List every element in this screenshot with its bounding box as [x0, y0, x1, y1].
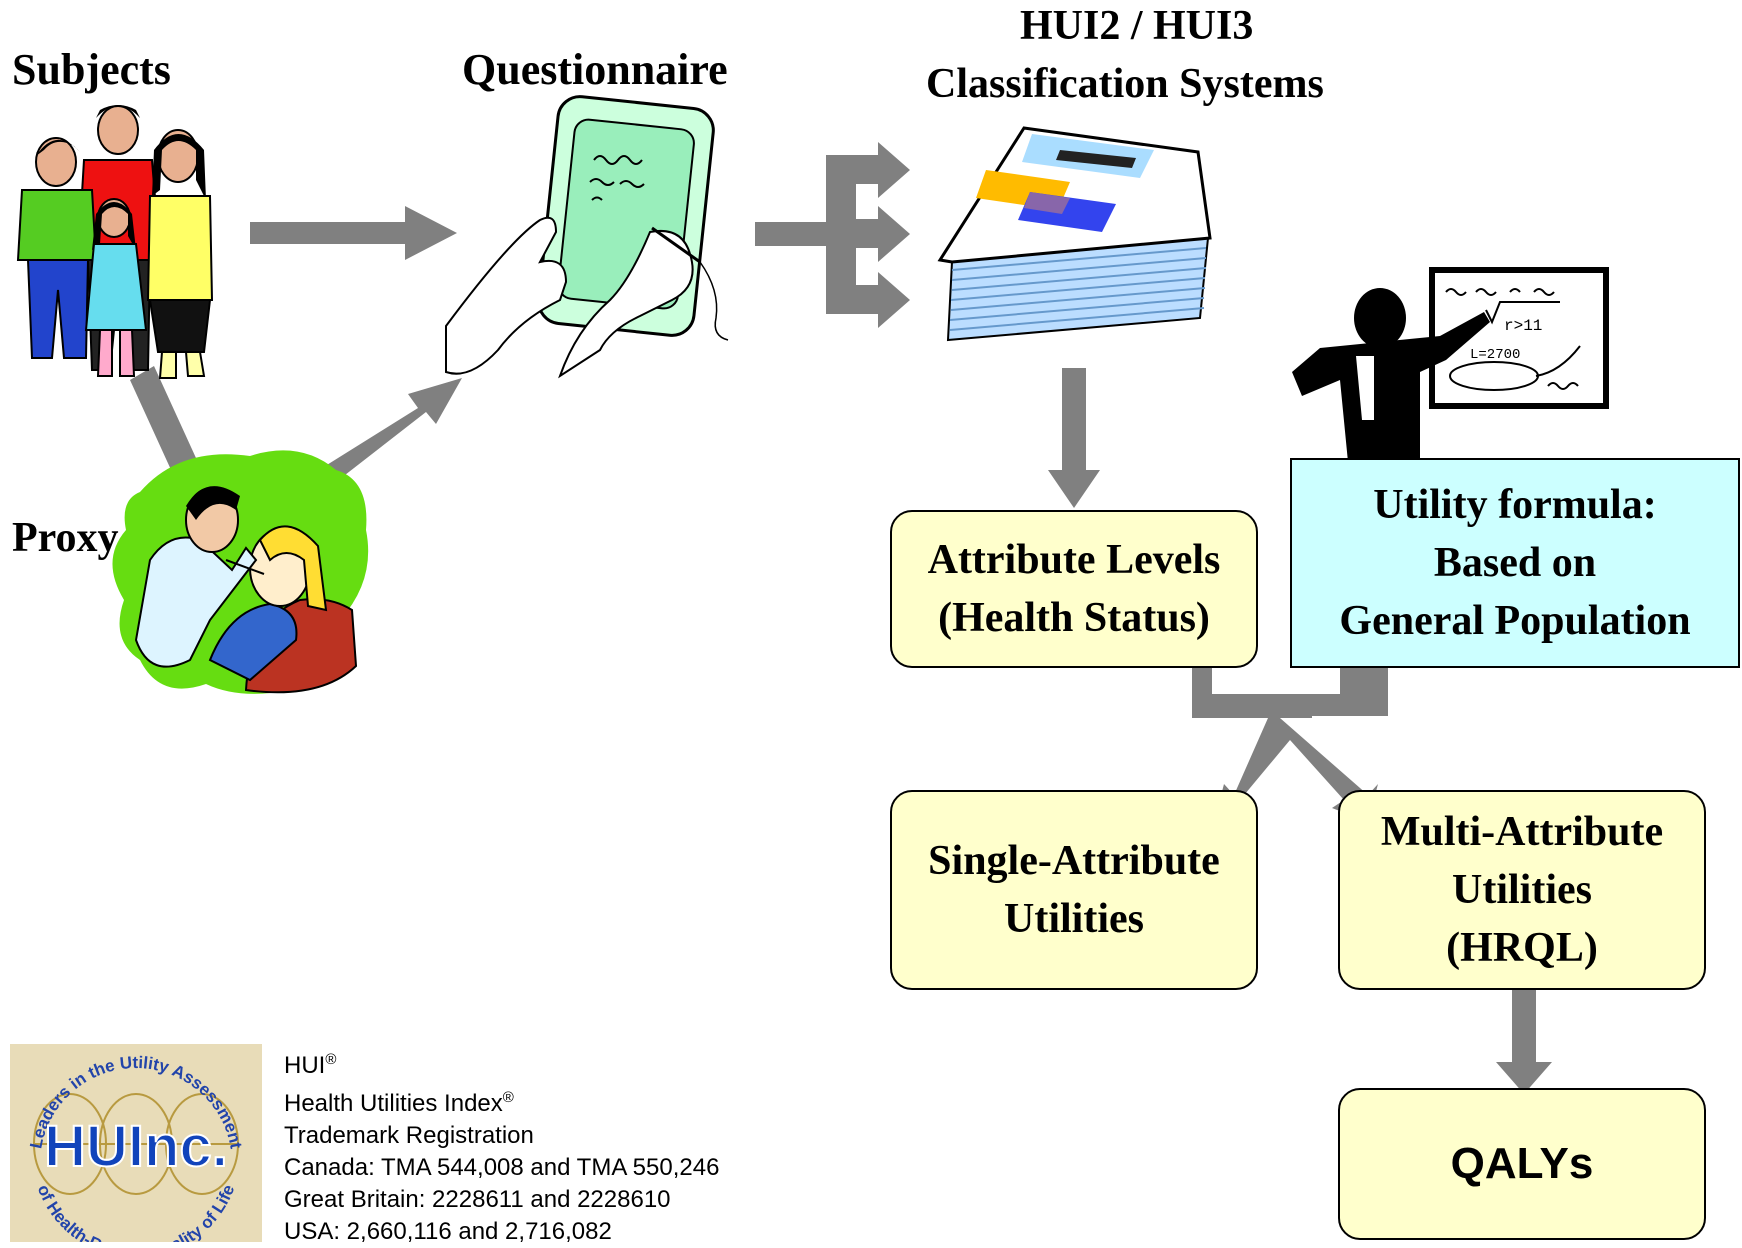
- proxy-label: Proxy: [12, 515, 119, 561]
- multi-attribute-line-2: Utilities: [1452, 867, 1592, 913]
- arrow-subjects-to-questionnaire: [250, 206, 457, 260]
- trademark-block: HUI® Health Utilities Index® Trademark R…: [284, 1044, 719, 1248]
- trademark-line-registration: Trademark Registration: [284, 1122, 534, 1149]
- trademark-line-canada: Canada: TMA 544,008 and TMA 550,246: [284, 1154, 720, 1181]
- arrow-subjects-to-proxy: [130, 366, 196, 472]
- attribute-levels-line-2: (Health Status): [938, 595, 1210, 641]
- utility-formula-line-3: General Population: [1339, 598, 1691, 644]
- trademark-line-hui: HUI®: [284, 1051, 337, 1079]
- family-illustration: [16, 105, 214, 379]
- arrow-questionnaire-to-hui: [755, 142, 910, 328]
- svg-text:r>11: r>11: [1504, 317, 1542, 335]
- attribute-levels-line-1: Attribute Levels: [927, 537, 1221, 583]
- arrow-multi-to-qalys: [1496, 988, 1552, 1094]
- huinc-logo: Leaders in the Utility Assessment of Hea…: [10, 1044, 262, 1242]
- qalys-box: QALYs: [1338, 1088, 1706, 1240]
- hui-subtitle-label: Classification Systems: [926, 61, 1324, 107]
- utility-formula-line-1: Utility formula:: [1373, 482, 1657, 528]
- single-attribute-line-1: Single-Attribute: [928, 838, 1220, 884]
- questionnaire-illustration: [445, 95, 729, 379]
- single-attribute-line-2: Utilities: [1004, 896, 1144, 942]
- arrow-hui-to-attributes: [1048, 368, 1100, 508]
- arrows: [130, 142, 1552, 1094]
- proxy-illustration: [112, 450, 369, 694]
- presenter-illustration: r>11 L=2700: [1292, 267, 1609, 462]
- qalys-label: QALYs: [1450, 1139, 1594, 1188]
- subjects-label: Subjects: [12, 45, 171, 94]
- arrow-merge: [1192, 668, 1388, 822]
- multi-attribute-line-3: (HRQL): [1446, 925, 1598, 971]
- svg-text:L=2700: L=2700: [1470, 347, 1520, 363]
- trademark-line-index: Health Utilities Index®: [284, 1089, 514, 1117]
- utility-formula-line-2: Based on: [1433, 540, 1597, 586]
- hui-title-label: HUI2 / HUI3: [1020, 3, 1254, 49]
- trademark-line-usa: USA: 2,660,116 and 2,716,082: [284, 1218, 612, 1245]
- multi-attribute-line-1: Multi-Attribute: [1380, 809, 1664, 855]
- attribute-levels-box: Attribute Levels (Health Status): [890, 510, 1258, 668]
- single-attribute-box: Single-Attribute Utilities: [890, 790, 1258, 990]
- trademark-line-gb: Great Britain: 2228611 and 2228610: [284, 1186, 671, 1213]
- paper-stack-illustration: [937, 126, 1212, 342]
- logo-center-text: HUInc.: [44, 1114, 228, 1179]
- utility-formula-box: Utility formula: Based on General Popula…: [1290, 458, 1740, 668]
- globe-icon: [33, 1093, 239, 1195]
- questionnaire-label: Questionnaire: [462, 45, 728, 94]
- arrow-proxy-to-questionnaire: [306, 378, 462, 496]
- multi-attribute-box: Multi-Attribute Utilities (HRQL): [1338, 790, 1706, 990]
